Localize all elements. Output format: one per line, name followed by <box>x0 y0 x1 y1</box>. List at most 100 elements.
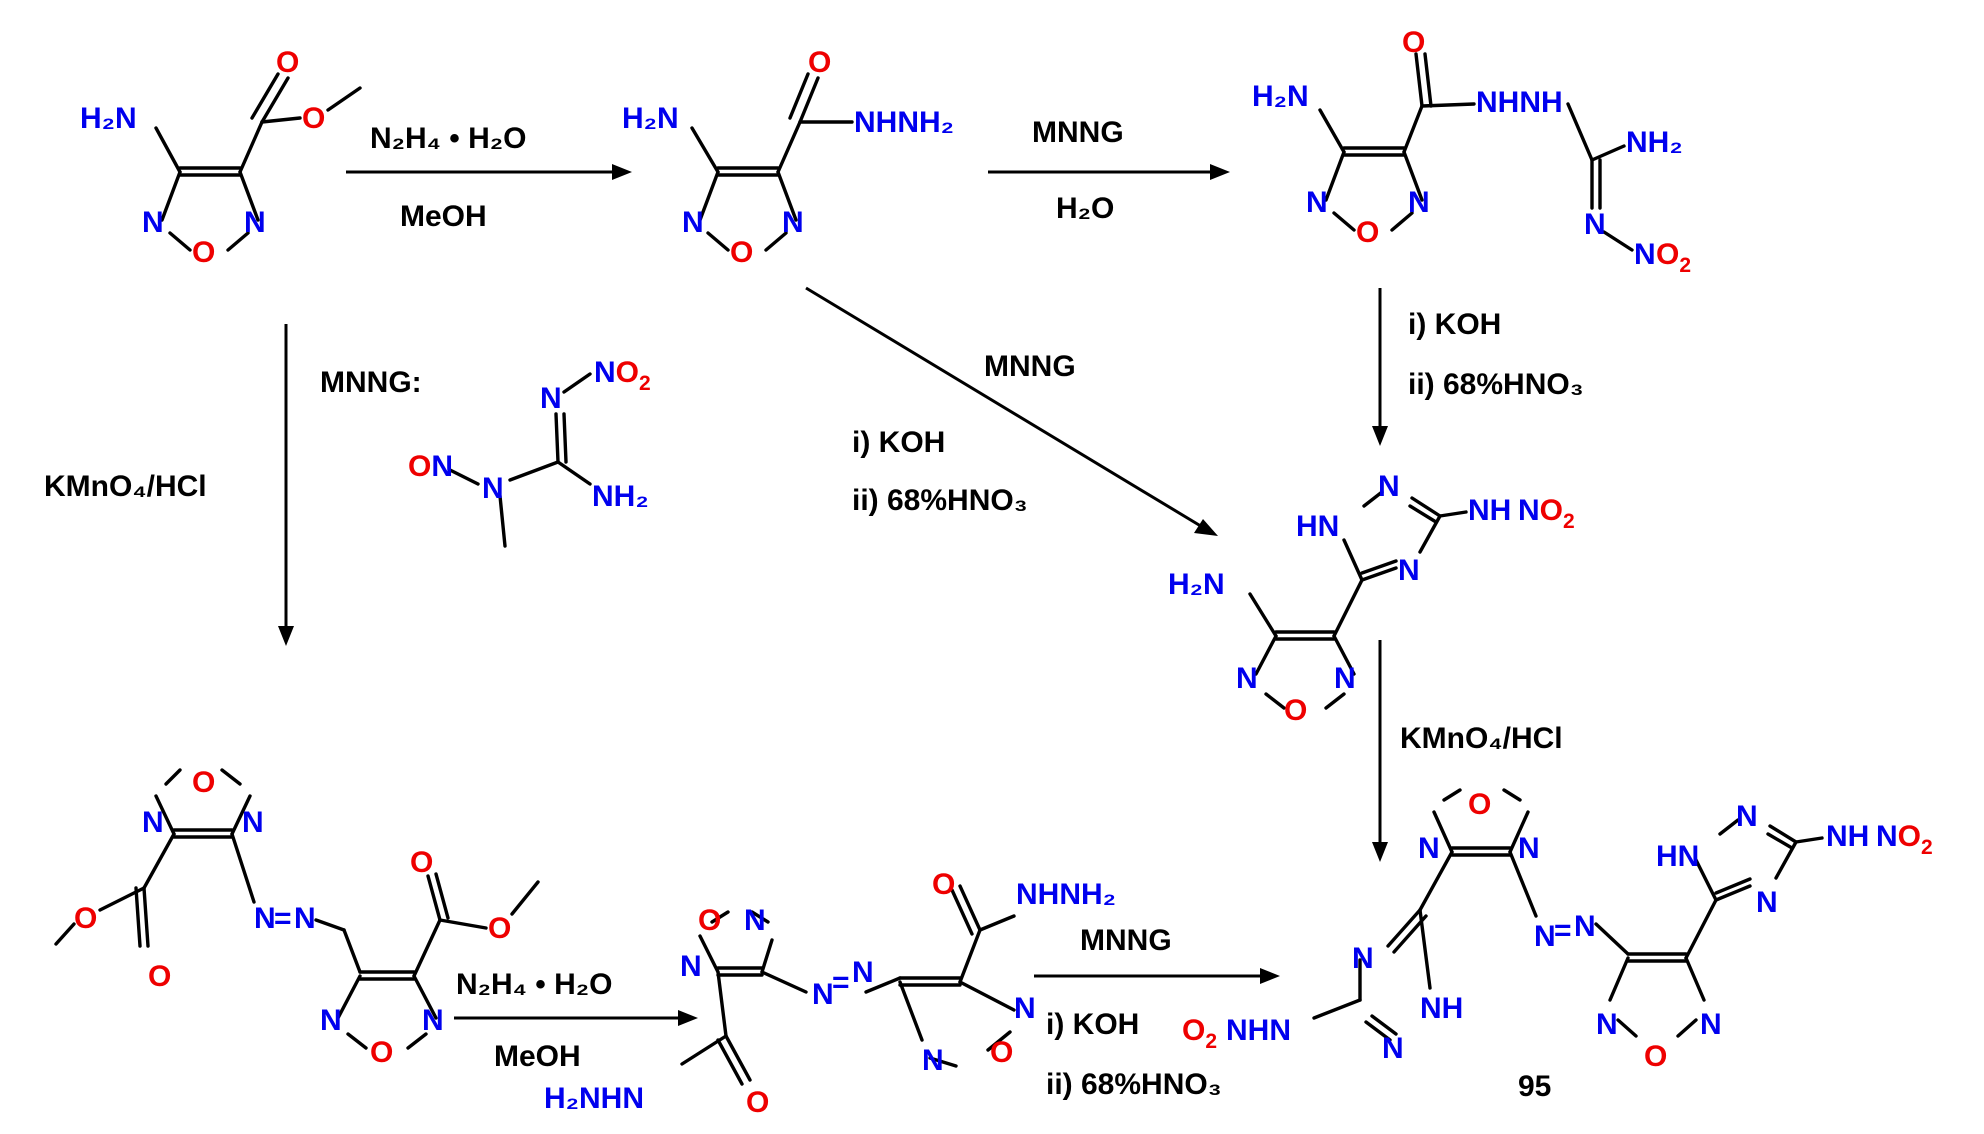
compound-number-label: 95 <box>1518 1070 1551 1103</box>
imine-nitrogen-label: N <box>540 382 562 415</box>
compound-6-bonds <box>680 884 1016 1086</box>
compound-2-aminofurazan-hydrazide: H₂N O NHNH₂ N N O <box>622 46 954 269</box>
ester-oxygen-label: O <box>74 902 97 935</box>
carbonyl-oxygen-label: O <box>932 868 955 901</box>
reagent-line: H₂O <box>1056 192 1114 225</box>
azo-nitrogen-label: N <box>812 978 834 1011</box>
azo-double-bond-label: = <box>832 966 850 999</box>
ring-nitrogen-label: N <box>1236 662 1258 695</box>
reagent-line: i) KOH <box>1046 1008 1139 1041</box>
triazole-nh-label: HN <box>1296 510 1339 543</box>
nitroamino-group: O2 NHN <box>1182 1014 1291 1053</box>
legend-title: MNNG: <box>320 366 422 399</box>
reagent-line: ii) 68%HNO₃ <box>852 484 1028 517</box>
compound-1-aminofurazan-methyl-ester: H₂N N N O O O <box>80 46 362 269</box>
ring-nitrogen-label: N <box>1700 1008 1722 1041</box>
nitro-label: NO2 <box>1876 820 1933 859</box>
nitro-group: N O2 <box>1634 238 1691 277</box>
ring-nitrogen-label: N <box>744 904 766 937</box>
triazole-nitrogen-label: N <box>1382 1032 1404 1065</box>
ring-oxygen-label: O <box>990 1036 1013 1069</box>
ring-oxygen-label: O <box>192 236 215 269</box>
compound-6-azofurazan-dihydrazide: O N N N = N O NHNH₂ N O N O H₂NHN <box>544 868 1116 1119</box>
reagent-line: i) KOH <box>852 426 945 459</box>
ester-oxygen-label: O <box>488 912 511 945</box>
ring-nitrogen-label: N <box>242 806 264 839</box>
ring-nitrogen-label: N <box>922 1044 944 1077</box>
compound-5-azofurazan-diester: N N O N O O N = N O O N N O <box>54 766 540 1069</box>
arrow-step-8 <box>1034 968 1280 984</box>
nitro-nitrogen-label: N <box>1634 238 1656 271</box>
nitro-label: O2 <box>1182 1014 1217 1053</box>
ring-nitrogen-label: N <box>1334 662 1356 695</box>
compound-1-bonds <box>154 72 362 252</box>
carbonyl-oxygen-label: O <box>148 960 171 993</box>
arrow-step-1 <box>346 164 632 180</box>
ring-nitrogen-label: N <box>1014 992 1036 1025</box>
ring-nitrogen-label: N <box>1418 832 1440 865</box>
triazole-nitrogen-label: N <box>1398 554 1420 587</box>
compound-95-azofurazan-bis-nitroaminotriazole: N O N N = N N NH N O2 NHN N O N HN N N N… <box>1182 788 1933 1103</box>
reagent-line: MNNG <box>1032 116 1124 149</box>
imine-nitrogen-label: N <box>1584 208 1606 241</box>
ring-nitrogen-label: N <box>782 206 804 239</box>
triazole-nh-label: HN <box>1656 840 1699 873</box>
nitroamino-group: NH NO2 <box>1826 820 1933 859</box>
compound-3-bonds <box>1318 52 1634 252</box>
compound-3-nitroguanyl-hydrazide: H₂N O NHNH NH₂ N N O2 N N O <box>1252 26 1691 277</box>
azo-group: N = N <box>254 902 316 935</box>
guanyl-nh2-label: NH₂ <box>1626 126 1683 159</box>
ring-nitrogen-label: N <box>142 806 164 839</box>
reagent-step-1: N₂H₄ • H₂O MeOH <box>370 122 526 233</box>
ring-nitrogen-label: N <box>142 206 164 239</box>
nh2-label: H₂N <box>622 102 679 135</box>
azo-nitrogen-label: N <box>254 902 276 935</box>
compound-4-bonds <box>1248 490 1468 710</box>
reagent-step-8: MNNG i) KOH ii) 68%HNO₃ <box>1046 924 1222 1101</box>
ring-oxygen-label: O <box>1468 788 1491 821</box>
nh2-label: H₂N <box>80 102 137 135</box>
arrow-step-3 <box>1372 288 1388 446</box>
compound-4-aminofurazanyl-nitroaminotriazole: H₂N HN N N NH NO2 N N O <box>1168 470 1575 727</box>
nh2-label: H₂N <box>1168 568 1225 601</box>
ring-nitrogen-label: N <box>244 206 266 239</box>
ring-oxygen-label: O <box>1644 1040 1667 1073</box>
mnng-structure-legend: MNNG: ON N N NH₂ NO2 <box>320 356 651 548</box>
ring-oxygen-label: O <box>730 236 753 269</box>
ring-oxygen-label: O <box>1356 216 1379 249</box>
ester-oxygen-label: O <box>302 102 325 135</box>
arrow-step-7 <box>454 1010 698 1026</box>
nitroamino-nh-label: NHN <box>1226 1014 1291 1047</box>
azo-nitrogen-label: N <box>852 956 874 989</box>
hydrazide-label: NHNH₂ <box>854 106 954 139</box>
methyl-nitrogen-label: N <box>482 472 504 505</box>
nitro-label: NO2 <box>1518 494 1575 533</box>
ring-nitrogen-label: N <box>680 950 702 983</box>
reagent-line: MeOH <box>400 200 487 233</box>
ring-oxygen-label: O <box>192 766 215 799</box>
carbonyl-oxygen-label: O <box>410 846 433 879</box>
ring-oxygen-label: O <box>370 1036 393 1069</box>
ring-oxygen-label: O <box>698 904 721 937</box>
hydrazide-label: H₂NHN <box>544 1082 644 1115</box>
reagent-line: MNNG <box>984 350 1076 383</box>
nitroamino-nh-label: NH <box>1468 494 1511 527</box>
nitro-oxygen-label: O2 <box>1656 238 1691 277</box>
arrow-step-4 <box>805 286 1218 536</box>
reagent-step-7: N₂H₄ • H₂O MeOH <box>456 968 612 1073</box>
reagent-line: N₂H₄ • H₂O <box>370 122 526 155</box>
triazole-nitrogen-label: N <box>1352 942 1374 975</box>
reagent-step-2: MNNG H₂O <box>1032 116 1124 225</box>
nitroso-label: ON <box>408 450 453 483</box>
ring-nitrogen-label: N <box>422 1004 444 1037</box>
reagent-line: N₂H₄ • H₂O <box>456 968 612 1001</box>
reagent-line: i) KOH <box>1408 308 1501 341</box>
triazole-nitrogen-label: N <box>1736 800 1758 833</box>
azo-double-bond-label: = <box>274 902 292 935</box>
reagent-line: ii) 68%HNO₃ <box>1408 368 1584 401</box>
reagent-line: MeOH <box>494 1040 581 1073</box>
hydrazide-nh-label: NHNH <box>1476 86 1563 119</box>
azo-nitrogen-label: N <box>1574 910 1596 943</box>
nh2-label: NH₂ <box>592 480 649 513</box>
compound-5-bonds <box>54 768 540 1050</box>
